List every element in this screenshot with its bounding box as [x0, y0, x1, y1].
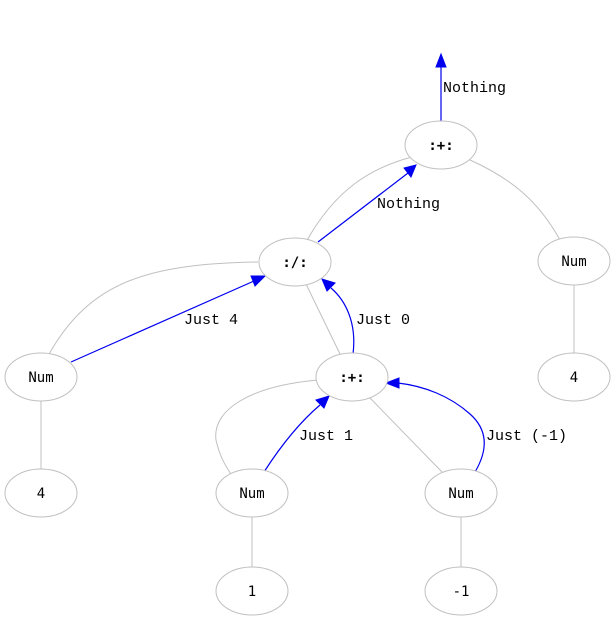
flow-arrowhead-left-to-div — [250, 275, 267, 287]
edge-label-left-to-div: Just 4 — [184, 312, 238, 329]
node-mid-left-val-label: 1 — [248, 584, 256, 600]
tree-edge-mid-op-to-right-num — [369, 397, 443, 473]
flow-arrowhead-result — [435, 52, 447, 68]
flow-arrowhead-neg-to-mid — [384, 377, 400, 389]
flow-edges — [70, 52, 485, 473]
edge-label-result: Nothing — [443, 80, 506, 97]
node-mid-left-val: 1 — [215, 566, 289, 616]
flow-edge-left-to-div — [70, 280, 255, 363]
node-left-num: Num — [4, 352, 78, 402]
node-div-op: :/: — [258, 237, 332, 287]
node-mid-right-val-label: -1 — [453, 584, 470, 600]
node-right-num: Num — [537, 236, 611, 286]
node-root-op-label: :+: — [428, 138, 453, 154]
tree-edges — [40, 156, 575, 568]
node-left-num-val: 4 — [4, 468, 78, 518]
tree-edge-mid-op-to-left-num — [215, 379, 319, 477]
tree-edge-root-to-right-num — [469, 159, 561, 241]
node-mid-left-num: Num — [215, 468, 289, 518]
flow-edge-neg-to-mid — [397, 382, 485, 473]
tree-edge-div-to-mid-op — [305, 283, 341, 355]
node-mid-right-num: Num — [424, 468, 498, 518]
edge-label-one-to-mid: Just 1 — [299, 428, 353, 445]
node-mid-right-num-label: Num — [448, 486, 473, 502]
node-left-num-val-label: 4 — [37, 486, 45, 502]
edge-label-mid-to-div: Just 0 — [356, 312, 410, 329]
node-mid-left-num-label: Num — [239, 486, 264, 502]
node-div-op-label: :/: — [282, 255, 307, 271]
flow-edge-one-to-mid — [263, 404, 321, 473]
tree-edge-div-to-left-num — [47, 261, 259, 357]
edge-label-div-to-root: Nothing — [377, 196, 440, 213]
flow-edge-mid-to-div — [330, 287, 355, 355]
edge-labels: Nothing Nothing Just 4 Just 0 Just 1 Jus… — [184, 80, 567, 445]
flow-arrowhead-one-to-mid — [315, 395, 330, 409]
flow-edge-div-to-root — [317, 172, 409, 243]
node-root-op: :+: — [404, 120, 478, 170]
node-right-num-label: Num — [561, 254, 586, 270]
node-mid-right-val: -1 — [424, 566, 498, 616]
node-left-num-label: Num — [28, 370, 53, 386]
tree-edge-root-to-div — [305, 156, 413, 243]
node-mid-op-label: :+: — [339, 370, 364, 386]
flow-arrowhead-div-to-root — [403, 164, 417, 178]
node-right-num-val: 4 — [537, 352, 611, 402]
node-right-num-val-label: 4 — [570, 370, 578, 386]
node-mid-op: :+: — [315, 352, 389, 402]
edge-label-neg-to-mid: Just (-1) — [486, 428, 567, 445]
flow-arrowhead-mid-to-div — [321, 278, 336, 292]
